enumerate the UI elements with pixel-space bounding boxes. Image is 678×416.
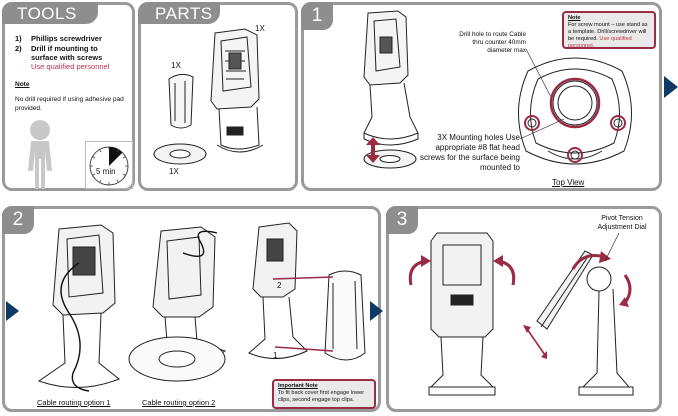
clock-icon — [89, 146, 129, 186]
pivot-leader-line — [604, 232, 620, 262]
qty-cover: 1X — [171, 61, 181, 70]
parts-tab — [138, 2, 220, 24]
step3-panel: 3 Pivot Tension Adjustment Dial — [386, 206, 662, 412]
step2-note-title: Important Note — [278, 383, 318, 389]
tools-note-text: No drill required if using adhesive pad … — [15, 96, 124, 112]
step3-front-stand-illustration — [408, 232, 516, 396]
step2-note: Important Note To fit back cover first e… — [272, 379, 376, 409]
step2-panel: 2 Cable routing option 1 Cable routing o… — [2, 206, 381, 412]
step1-note: Note For screw mount – use stand as a te… — [562, 11, 656, 49]
step1-stand-illustration — [363, 10, 419, 169]
tools-item-1: 1) Phillips screwdriver — [15, 34, 133, 43]
parts-panel: PARTS 1X 1X 1X — [138, 2, 298, 191]
tools-title: TOOLS — [17, 4, 77, 23]
marker-2: 2 — [277, 281, 282, 290]
drill-text: Drill hole to route Cable thru counter 4… — [459, 31, 526, 54]
tools-item-1-text: Phillips screwdriver — [31, 34, 102, 43]
step1-note-body: For screw mount – use stand as a templat… — [568, 22, 648, 42]
qty-stand: 1X — [255, 24, 265, 33]
tools-item-2-text: Drill if mounting to surface with screws — [31, 44, 103, 62]
top-view-label: Top View — [552, 178, 585, 187]
tools-note-title: Note — [15, 81, 30, 88]
tools-item-2-sub: Use qualified personnel — [31, 62, 110, 71]
next-arrow-icon — [664, 76, 678, 98]
cable-option2-illustration — [128, 226, 227, 382]
person-icon — [28, 120, 52, 189]
tools-tab — [2, 2, 98, 24]
cover-illustration — [168, 73, 194, 129]
stand-illustration — [210, 28, 264, 153]
top-view-illustration — [518, 57, 632, 165]
step3-side-stand-illustration — [523, 250, 634, 396]
step2-number: 2 — [2, 206, 34, 234]
up-down-arrow-icon — [366, 137, 380, 163]
tools-item-2-num: 2) — [15, 44, 22, 53]
qty-pad: 1X — [169, 167, 179, 176]
cable-option1-illustration — [37, 224, 120, 392]
step1-note-title: Note — [568, 15, 581, 21]
step1-note-text: For screw mount – use stand as a templat… — [568, 22, 650, 50]
mounting-text: 3X Mounting holes Use appropriate #8 fla… — [419, 133, 520, 172]
step1-panel: 1 Drill hole to route Cable thru counter… — [301, 2, 662, 191]
parts-title: PARTS — [155, 4, 213, 23]
tools-panel: TOOLS 1) Phillips screwdriver 2) Drill if… — [2, 2, 135, 191]
callout-lines — [519, 48, 565, 140]
pivot-text: Pivot Tension Adjustment Dial — [597, 215, 647, 231]
step1-note-highlight: Use qualified personnel. — [568, 36, 632, 49]
pad-illustration — [153, 143, 207, 165]
tools-item-1-num: 1) — [15, 34, 22, 43]
option2-label: Cable routing option 2 — [142, 398, 216, 407]
tools-item-2: 2) Drill if mounting to surface with scr… — [15, 44, 133, 71]
clock-box — [85, 141, 133, 189]
back-cover-illustration — [248, 222, 366, 361]
option1-label: Cable routing option 1 — [37, 398, 111, 407]
step1-number: 1 — [301, 2, 333, 30]
step3-number: 3 — [386, 206, 418, 234]
step3-entry-arrow-icon — [370, 301, 383, 321]
step2-entry-arrow-icon — [6, 301, 19, 321]
clock-time: 5 min — [96, 167, 116, 176]
marker-1: 1 — [273, 351, 278, 360]
step2-note-text: To fit back cover first engage lower cli… — [278, 390, 365, 403]
